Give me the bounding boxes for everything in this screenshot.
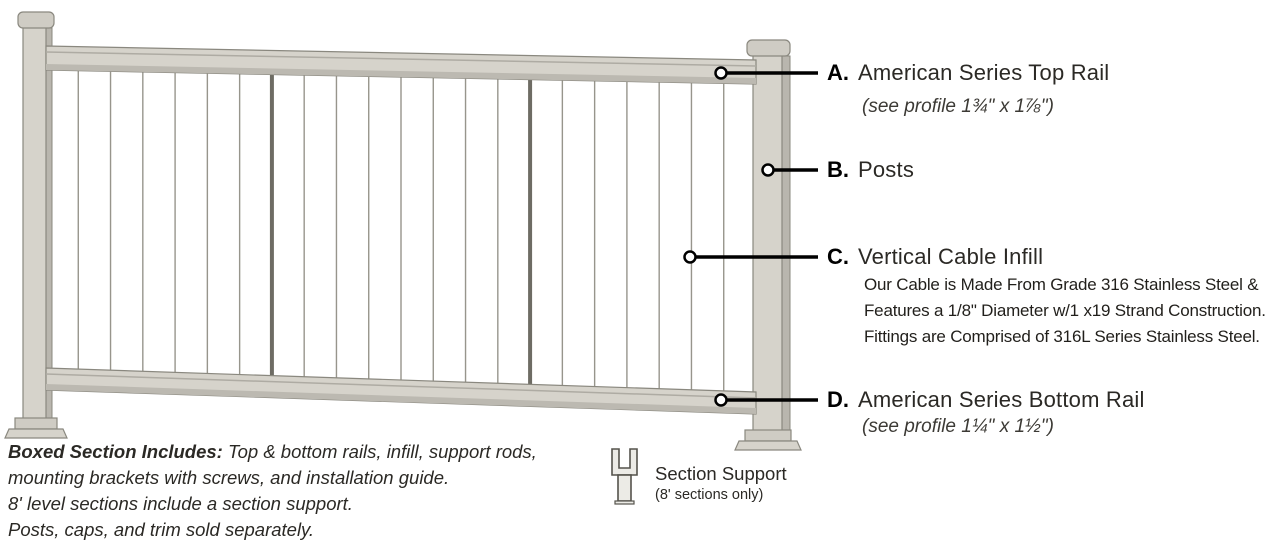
callout-a-letter: A. [827, 60, 849, 85]
bottom-rail [45, 367, 757, 415]
footer-line2: mounting brackets with screws, and insta… [8, 467, 450, 488]
callout-d-sub: (see profile 1¼" x 1½") [862, 416, 1054, 437]
top-rail [45, 45, 757, 85]
callout-a-marker [714, 66, 728, 80]
callout-b-letter: B. [827, 157, 849, 182]
callout-d-letter: D. [827, 387, 849, 412]
callout-b-label: Posts [858, 157, 915, 182]
footer-line1-rest: Top & bottom rails, infill, support rods… [222, 441, 537, 462]
callout-c-letter: C. [827, 244, 849, 269]
footer-notes: Boxed Section Includes: Top & bottom rai… [8, 439, 537, 543]
callout-d-label: American Series Bottom Rail [858, 387, 1145, 412]
callout-d-marker [714, 393, 728, 407]
footer-line4: Posts, caps, and trim sold separately. [8, 519, 315, 540]
callout-lines [683, 66, 818, 407]
section-support-label: Section Support [655, 463, 787, 484]
callout-d: D. American Series Bottom Rail [827, 386, 1145, 414]
callout-c-desc-line3: Fittings are Comprised of 316L Series St… [864, 327, 1260, 346]
callout-b: B. Posts [827, 156, 914, 184]
footer-line1: Boxed Section Includes: Top & bottom rai… [8, 439, 537, 465]
callout-a: A. American Series Top Rail [827, 59, 1109, 87]
callout-a-sub: (see profile 1¾" x 1⅞") [862, 96, 1054, 117]
left-post [4, 11, 68, 439]
footer-line3: 8' level sections include a section supp… [8, 493, 353, 514]
cable-infill-lines [77, 70, 725, 391]
callout-c: C. Vertical Cable Infill [827, 243, 1043, 271]
callout-a-label: American Series Top Rail [858, 60, 1110, 85]
footer-lead: Boxed Section Includes: [8, 441, 223, 462]
right-post [734, 39, 802, 451]
callout-c-marker [683, 250, 697, 264]
callout-c-desc-line1: Our Cable is Made From Grade 316 Stainle… [864, 275, 1259, 294]
callout-c-desc-line2: Features a 1/8" Diameter w/1 x19 Strand … [864, 301, 1266, 320]
section-support-note: (8' sections only) [655, 487, 764, 503]
callout-c-description: Our Cable is Made From Grade 316 Stainle… [864, 272, 1266, 350]
section-support-icon [611, 448, 638, 505]
callout-b-marker [761, 163, 775, 177]
callout-c-label: Vertical Cable Infill [858, 244, 1044, 269]
